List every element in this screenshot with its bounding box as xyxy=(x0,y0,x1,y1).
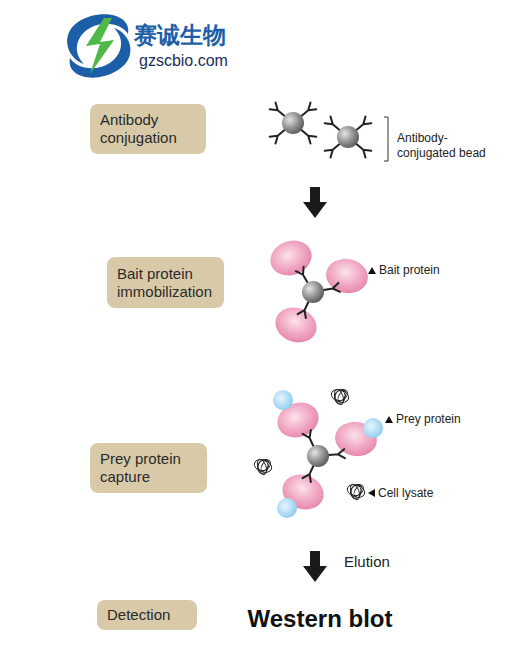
antibody xyxy=(356,144,371,157)
bead xyxy=(282,112,304,134)
bead xyxy=(302,281,324,303)
lysate-scribble xyxy=(329,387,350,406)
antibody xyxy=(270,130,285,143)
step-label: Detection xyxy=(107,606,170,624)
antibody xyxy=(298,302,309,318)
bracket xyxy=(384,117,388,161)
antibody xyxy=(324,283,340,292)
pointer-triangle xyxy=(368,267,376,274)
step-box: Detection xyxy=(97,600,197,630)
logo-text: 赛诚生物 xyxy=(134,21,264,50)
antibody xyxy=(301,130,316,143)
callout-label: Prey protein xyxy=(396,412,506,427)
step-box: Antibody conjugation xyxy=(90,104,206,154)
flow-arrow xyxy=(303,187,327,218)
antibody xyxy=(270,102,285,115)
step-box: Prey protein capture xyxy=(90,443,207,493)
prey-protein-shape xyxy=(273,390,293,410)
prey-protein-shape xyxy=(363,418,383,438)
lysate-scribble xyxy=(252,457,273,476)
lysate-scribble xyxy=(345,482,366,501)
pointer-triangle xyxy=(368,489,375,497)
antibody xyxy=(296,267,308,283)
antibody xyxy=(325,144,340,157)
bait-protein-shape xyxy=(323,256,370,297)
antibody xyxy=(301,102,316,115)
antibody xyxy=(303,430,314,446)
bait-protein-shape xyxy=(265,235,316,281)
callout-label: Cell lysate xyxy=(378,486,488,501)
antibody xyxy=(325,116,340,129)
pointer-triangle xyxy=(385,416,393,423)
bait-protein-shape xyxy=(270,302,321,348)
antibody xyxy=(303,466,314,482)
step-label: Bait protein immobilization xyxy=(117,265,214,301)
step-box: Bait protein immobilization xyxy=(107,257,224,308)
bead xyxy=(307,445,329,467)
logo-url: gzscbio.com xyxy=(139,51,259,71)
step-label: Prey protein capture xyxy=(100,450,197,486)
logo-icon xyxy=(67,14,130,77)
result-label: Western blot xyxy=(230,604,410,634)
bead xyxy=(337,126,359,148)
antibody xyxy=(356,116,371,129)
flow-arrow xyxy=(303,551,327,582)
callout-label: Bait protein xyxy=(379,263,489,278)
antibody xyxy=(329,449,345,458)
step-label: Antibody conjugation xyxy=(100,111,196,147)
prey-protein-shape xyxy=(277,498,297,518)
step-annotation: Elution xyxy=(344,552,424,571)
callout-label: Antibody-conjugated bead xyxy=(397,131,497,161)
